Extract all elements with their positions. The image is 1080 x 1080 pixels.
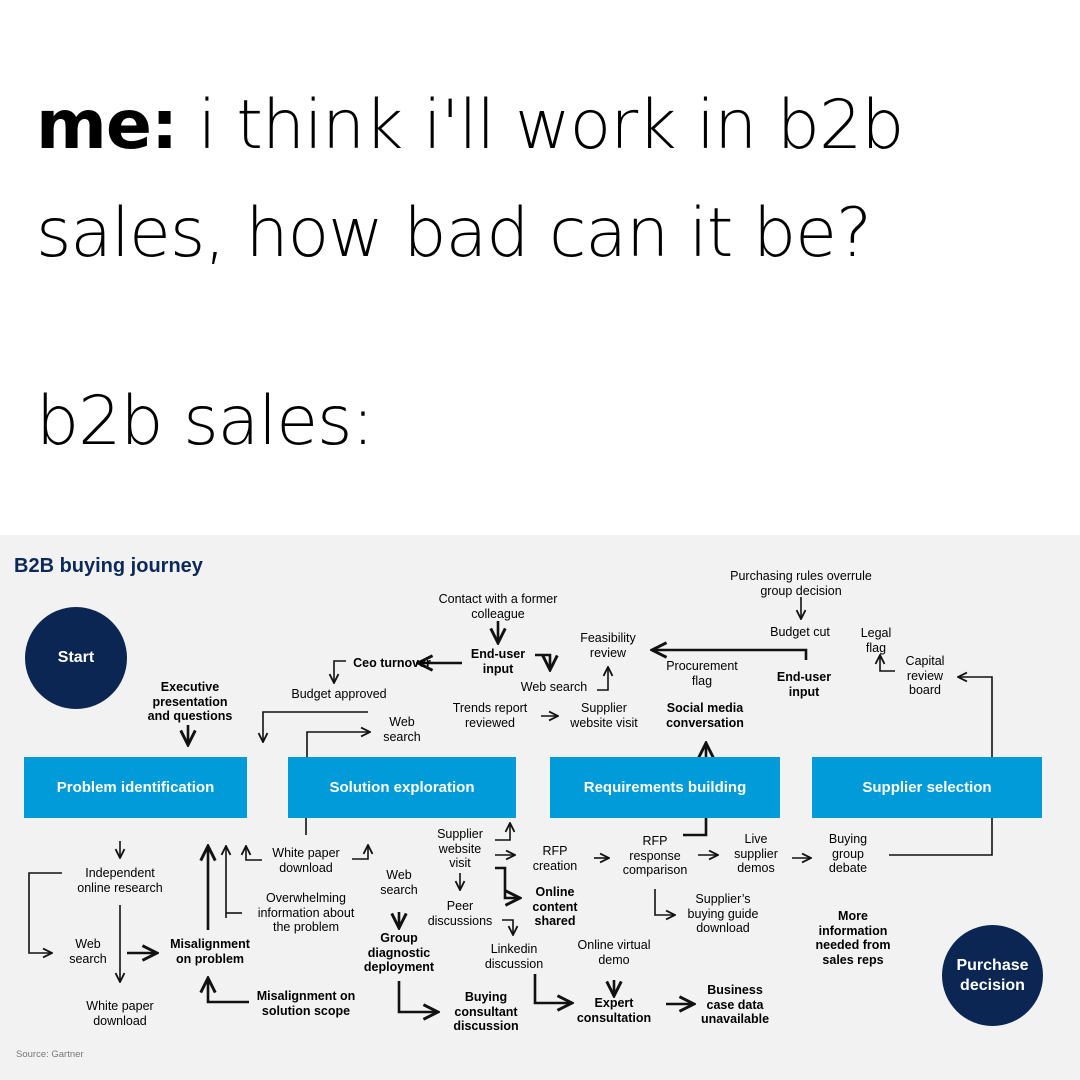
source-note: Source: Gartner — [16, 1049, 84, 1060]
node-end-user-input-2: End-user input — [776, 670, 832, 699]
stage-supplier-selection: Supplier selection — [812, 757, 1042, 818]
node-suppliers-buying-guide: Supplier’s buying guide download — [687, 892, 759, 935]
meme-speaker: me: — [36, 86, 178, 165]
node-procurement-flag: Procurement flag — [666, 659, 738, 688]
node-capital-review: Capital review board — [905, 654, 945, 697]
node-web-search-2: Web search — [383, 715, 421, 744]
node-white-paper-left: White paper download — [86, 999, 154, 1028]
stage-label: Problem identification — [56, 779, 215, 796]
node-buying-group-debate: Buying group debate — [828, 832, 868, 875]
node-white-paper-mid: White paper download — [272, 846, 340, 875]
diagram-title: B2B buying journey — [14, 555, 203, 577]
node-supplier-website-visit-bottom: Supplier website visit — [437, 827, 483, 870]
node-group-diagnostic: Group diagnostic deployment — [363, 931, 435, 974]
node-trends-report: Trends report reviewed — [452, 701, 528, 730]
node-rfp-response: RFP response comparison — [622, 834, 688, 877]
start-circle: Start — [25, 607, 127, 709]
node-live-supplier-demos: Live supplier demos — [734, 832, 778, 875]
stage-requirements-building: Requirements building — [550, 757, 780, 818]
node-purchasing-rules: Purchasing rules overrule group decision — [730, 569, 872, 598]
meme-line-2: sales, how bad can it be? — [36, 194, 872, 273]
node-rfp-creation: RFP creation — [532, 844, 578, 873]
purchase-decision-circle: Purchase decision — [942, 925, 1043, 1026]
node-budget-cut: Budget cut — [770, 625, 830, 639]
node-ceo-turnover: Ceo turnover — [353, 656, 431, 670]
meme-line-1-text: i think i'll work in b2b — [177, 86, 905, 165]
node-supplier-website-visit-top: Supplier website visit — [570, 701, 638, 730]
stage-label: Solution exploration — [329, 779, 475, 796]
node-linkedin-discussion: Linkedin discussion — [484, 942, 544, 971]
node-web-search-top: Web search — [520, 680, 588, 694]
node-misalignment-problem: Misalignment on problem — [170, 937, 250, 966]
node-buying-consultant: Buying consultant discussion — [453, 990, 519, 1033]
node-misalignment-scope: Misalignment on solution scope — [256, 989, 356, 1018]
stage-label: Requirements building — [583, 779, 747, 796]
node-business-case: Business case data unavailable — [700, 983, 770, 1026]
node-web-search-mid: Web search — [380, 868, 418, 897]
node-more-information: More information needed from sales reps — [815, 909, 891, 967]
start-label: Start — [57, 649, 95, 667]
node-online-virtual-demo: Online virtual demo — [577, 938, 651, 967]
node-peer-discussions: Peer discussions — [427, 899, 493, 928]
node-web-search-left: Web search — [69, 937, 107, 966]
b2b-journey-diagram: B2B buying journey Start Purchase decisi… — [0, 535, 1080, 1080]
node-contact-former-colleague: Contact with a former colleague — [438, 592, 558, 621]
node-end-user-input-1: End-user input — [470, 647, 526, 676]
meme-line-1: me: i think i'll work in b2b — [36, 92, 904, 160]
connector-arrows — [28, 597, 993, 1080]
node-online-content-shared: Online content shared — [532, 885, 578, 928]
stage-problem-identification: Problem identification — [24, 757, 247, 818]
node-overwhelming-info: Overwhelming information about the probl… — [257, 891, 355, 934]
node-expert-consultation: Expert consultation — [576, 996, 652, 1025]
node-independent-research: Independent online research — [77, 866, 163, 895]
purchase-decision-label: Purchase decision — [956, 957, 1029, 994]
node-budget-approved: Budget approved — [291, 687, 387, 701]
node-social-media: Social media conversation — [666, 701, 744, 730]
stage-label: Supplier selection — [862, 779, 992, 796]
stage-solution-exploration: Solution exploration — [288, 757, 516, 818]
node-legal-flag: Legal flag — [860, 626, 892, 655]
meme-line-3: b2b sales: — [36, 382, 374, 461]
node-executive-presentation: Executive presentation and questions — [147, 680, 233, 723]
node-feasibility-review: Feasibility review — [580, 631, 636, 660]
